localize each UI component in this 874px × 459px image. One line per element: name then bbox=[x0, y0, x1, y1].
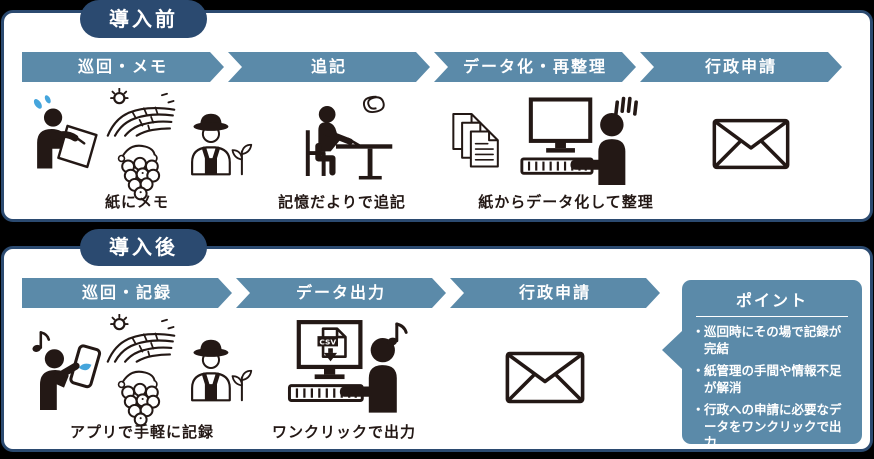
after-step-data-output: データ出力 bbox=[236, 278, 446, 308]
person-writing-icon bbox=[28, 93, 104, 171]
point-item: ・ 巡回時にその場で記録が完結 bbox=[692, 324, 853, 357]
before-step-digitize: データ化・再整理 bbox=[434, 52, 636, 82]
point-item: ・ 行政への申請に必要なデータをワンクリックで出力 bbox=[692, 402, 853, 452]
point-item-text: 行政への申請に必要なデータをワンクリックで出力 bbox=[704, 402, 842, 450]
before-process-bar: 巡回・メモ 追記 データ化・再整理 行政申請 bbox=[22, 52, 842, 82]
before-step-addendum: 追記 bbox=[228, 52, 430, 82]
point-box: ポイント ・ 巡回時にその場で記録が完結 ・ 紙管理の手間や情報不足が解消 ・ … bbox=[662, 280, 862, 450]
point-item-text: 紙管理の手間や情報不足が解消 bbox=[704, 363, 842, 395]
before-panel: 巡回・メモ 追記 データ化・再整理 行政申請 紙にメモ 記憶だよりで追記 紙から… bbox=[1, 10, 873, 222]
farm-field-icon bbox=[103, 88, 179, 140]
farm-field-icon bbox=[103, 314, 179, 366]
envelope-icon bbox=[712, 118, 790, 170]
envelope-icon bbox=[505, 351, 585, 404]
farmer-icon bbox=[180, 108, 254, 176]
desk-writer-icon bbox=[288, 95, 398, 183]
before-caption-digitize: 紙からデータ化して整理 bbox=[478, 193, 654, 211]
after-panel: 巡回・記録 データ出力 行政申請 アプリで手軽に記録 ワンクリックで出力 ポイン… bbox=[1, 246, 873, 452]
after-caption-app-record: アプリで手軽に記録 bbox=[69, 423, 214, 441]
after-step-patrol-record: 巡回・記録 bbox=[22, 278, 232, 308]
bullet: ・ bbox=[692, 324, 705, 339]
point-box-list: ・ 巡回時にその場で記録が完結 ・ 紙管理の手間や情報不足が解消 ・ 行政への申… bbox=[682, 324, 862, 452]
before-caption-memory: 記憶だよりで追記 bbox=[278, 193, 406, 211]
point-box-divider bbox=[696, 316, 848, 317]
after-step-application: 行政申請 bbox=[450, 278, 660, 308]
bullet: ・ bbox=[692, 402, 705, 417]
before-tab: 導入前 bbox=[80, 0, 207, 38]
point-box-title: ポイント bbox=[735, 291, 808, 310]
farmer-icon bbox=[180, 334, 254, 402]
after-caption-one-click: ワンクリックで出力 bbox=[271, 423, 416, 441]
phone-person-icon bbox=[28, 317, 112, 419]
computer-csv-icon bbox=[282, 319, 408, 413]
after-process-bar: 巡回・記録 データ出力 行政申請 bbox=[22, 278, 660, 308]
after-tab: 導入後 bbox=[80, 229, 207, 266]
before-step-patrol-memo: 巡回・メモ bbox=[22, 52, 224, 82]
bullet: ・ bbox=[692, 363, 705, 378]
point-item-text: 巡回時にその場で記録が完結 bbox=[704, 324, 842, 356]
before-caption-paper-memo: 紙にメモ bbox=[104, 193, 169, 211]
before-step-application: 行政申請 bbox=[640, 52, 842, 82]
computer-stressed-icon bbox=[516, 95, 642, 185]
point-box-tail bbox=[662, 331, 682, 369]
paper-stack-icon bbox=[452, 112, 514, 182]
point-item: ・ 紙管理の手間や情報不足が解消 bbox=[692, 363, 853, 396]
